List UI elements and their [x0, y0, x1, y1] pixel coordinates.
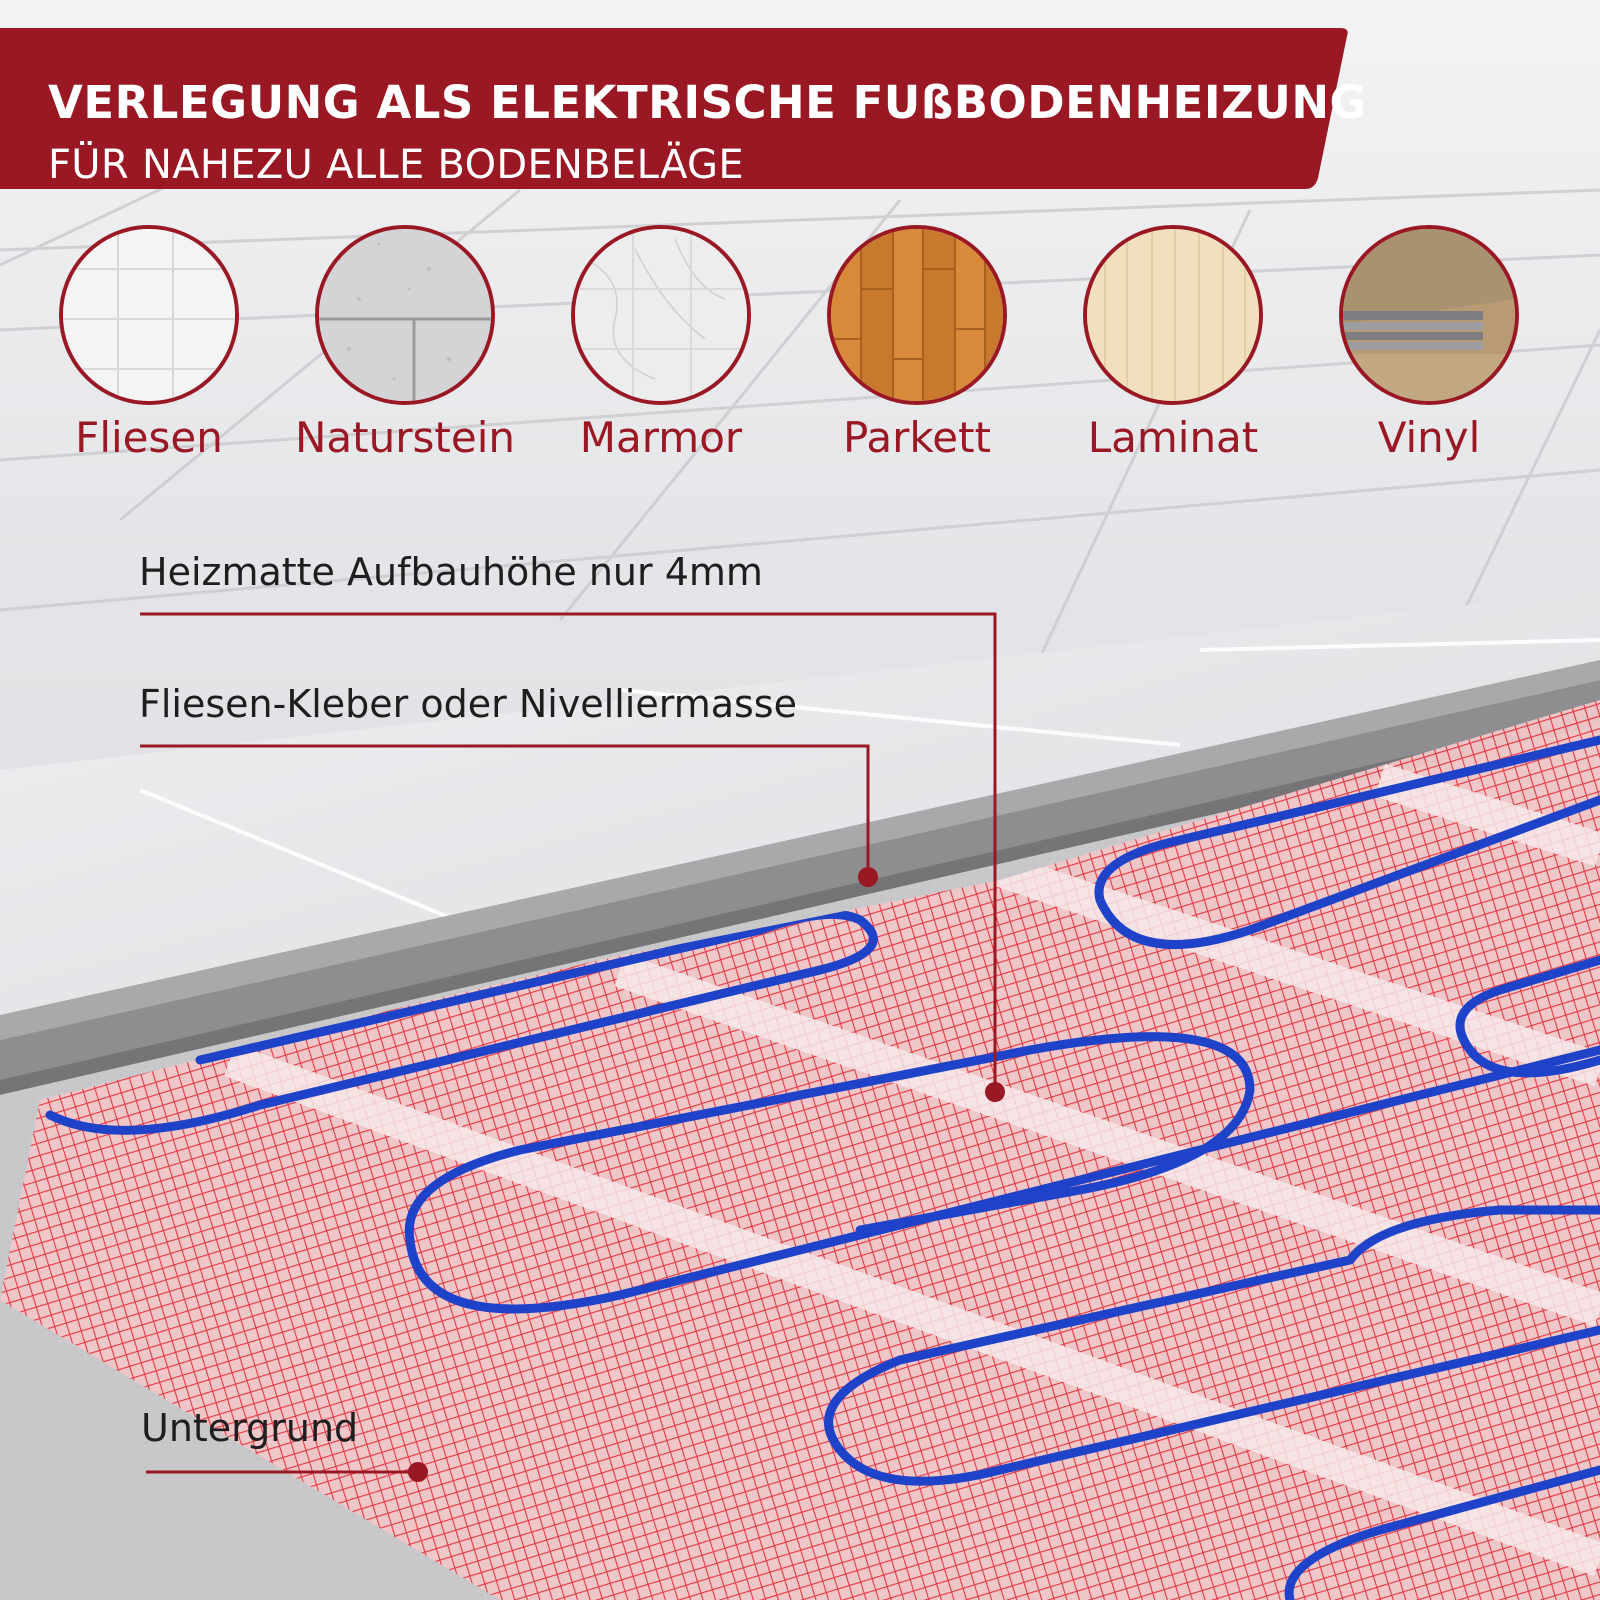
material-vinyl: Vinyl: [1302, 225, 1562, 475]
marble-swatch-icon: [571, 225, 751, 405]
material-fliesen: Fliesen: [22, 225, 282, 475]
callout-heating-mat: Heizmatte Aufbauhöhe nur 4mm: [139, 550, 763, 594]
stone-swatch-icon: [315, 225, 495, 405]
material-naturstein: Naturstein: [278, 225, 538, 475]
callout-adhesive: Fliesen-Kleber oder Nivelliermasse: [139, 682, 797, 726]
tile-swatch-icon: [59, 225, 239, 405]
banner-shape: [0, 28, 1348, 189]
callout-subfloor: Untergrund: [141, 1406, 359, 1450]
banner-subtitle: FÜR NAHEZU ALLE BODENBELÄGE: [48, 142, 744, 188]
material-laminat: Laminat: [1046, 225, 1306, 475]
parquet-swatch-icon: [827, 225, 1007, 405]
material-marmor: Marmor: [534, 225, 794, 475]
material-label: Parkett: [842, 413, 992, 462]
header-banner: VERLEGUNG ALS ELEKTRISCHE FUßBODENHEIZUN…: [0, 28, 1366, 189]
material-label: Marmor: [579, 413, 743, 462]
material-label: Vinyl: [1377, 413, 1481, 462]
vinyl-swatch-icon: [1339, 225, 1519, 405]
material-label: Laminat: [1087, 413, 1259, 462]
banner-title: VERLEGUNG ALS ELEKTRISCHE FUßBODENHEIZUN…: [48, 76, 1367, 129]
laminate-swatch-icon: [1083, 225, 1263, 405]
material-parkett: Parkett: [790, 225, 1050, 475]
material-label: Fliesen: [75, 413, 223, 462]
material-label: Naturstein: [295, 413, 515, 462]
